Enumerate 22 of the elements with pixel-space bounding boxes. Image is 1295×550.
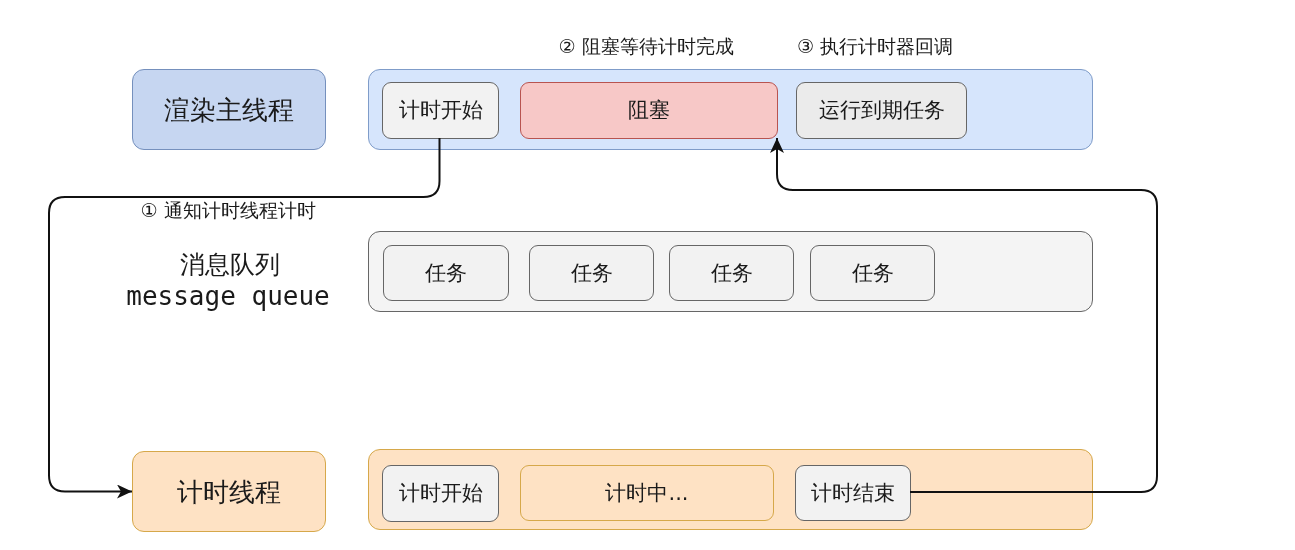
thread-box: 渲染主线程 (132, 69, 326, 150)
step-box: 运行到期任务 (796, 82, 967, 139)
lane-panel (368, 449, 1093, 530)
step-box: 计时开始 (382, 82, 499, 139)
lane-panel (368, 69, 1093, 150)
step-box: 计时结束 (795, 465, 911, 521)
task-box: 任务 (529, 245, 654, 301)
step-box: 计时开始 (382, 465, 499, 522)
thread-box: 计时线程 (132, 451, 326, 532)
step-box: 计时中... (520, 465, 774, 521)
task-box: 任务 (810, 245, 935, 301)
edge-label: ① 通知计时线程计时 (140, 201, 316, 221)
queue-title: 消息队列 (180, 251, 280, 279)
connector-arrow (48, 137, 441, 499)
queue-subtitle: message queue (126, 283, 330, 311)
task-box: 任务 (669, 245, 794, 301)
task-box: 任务 (383, 245, 509, 301)
connector-arrow (770, 137, 1158, 493)
queue-panel (368, 231, 1093, 312)
step-box: 阻塞 (520, 82, 778, 139)
step-caption: ② 阻塞等待计时完成 (558, 37, 734, 57)
step-caption: ③ 执行计时器回调 (796, 37, 954, 57)
